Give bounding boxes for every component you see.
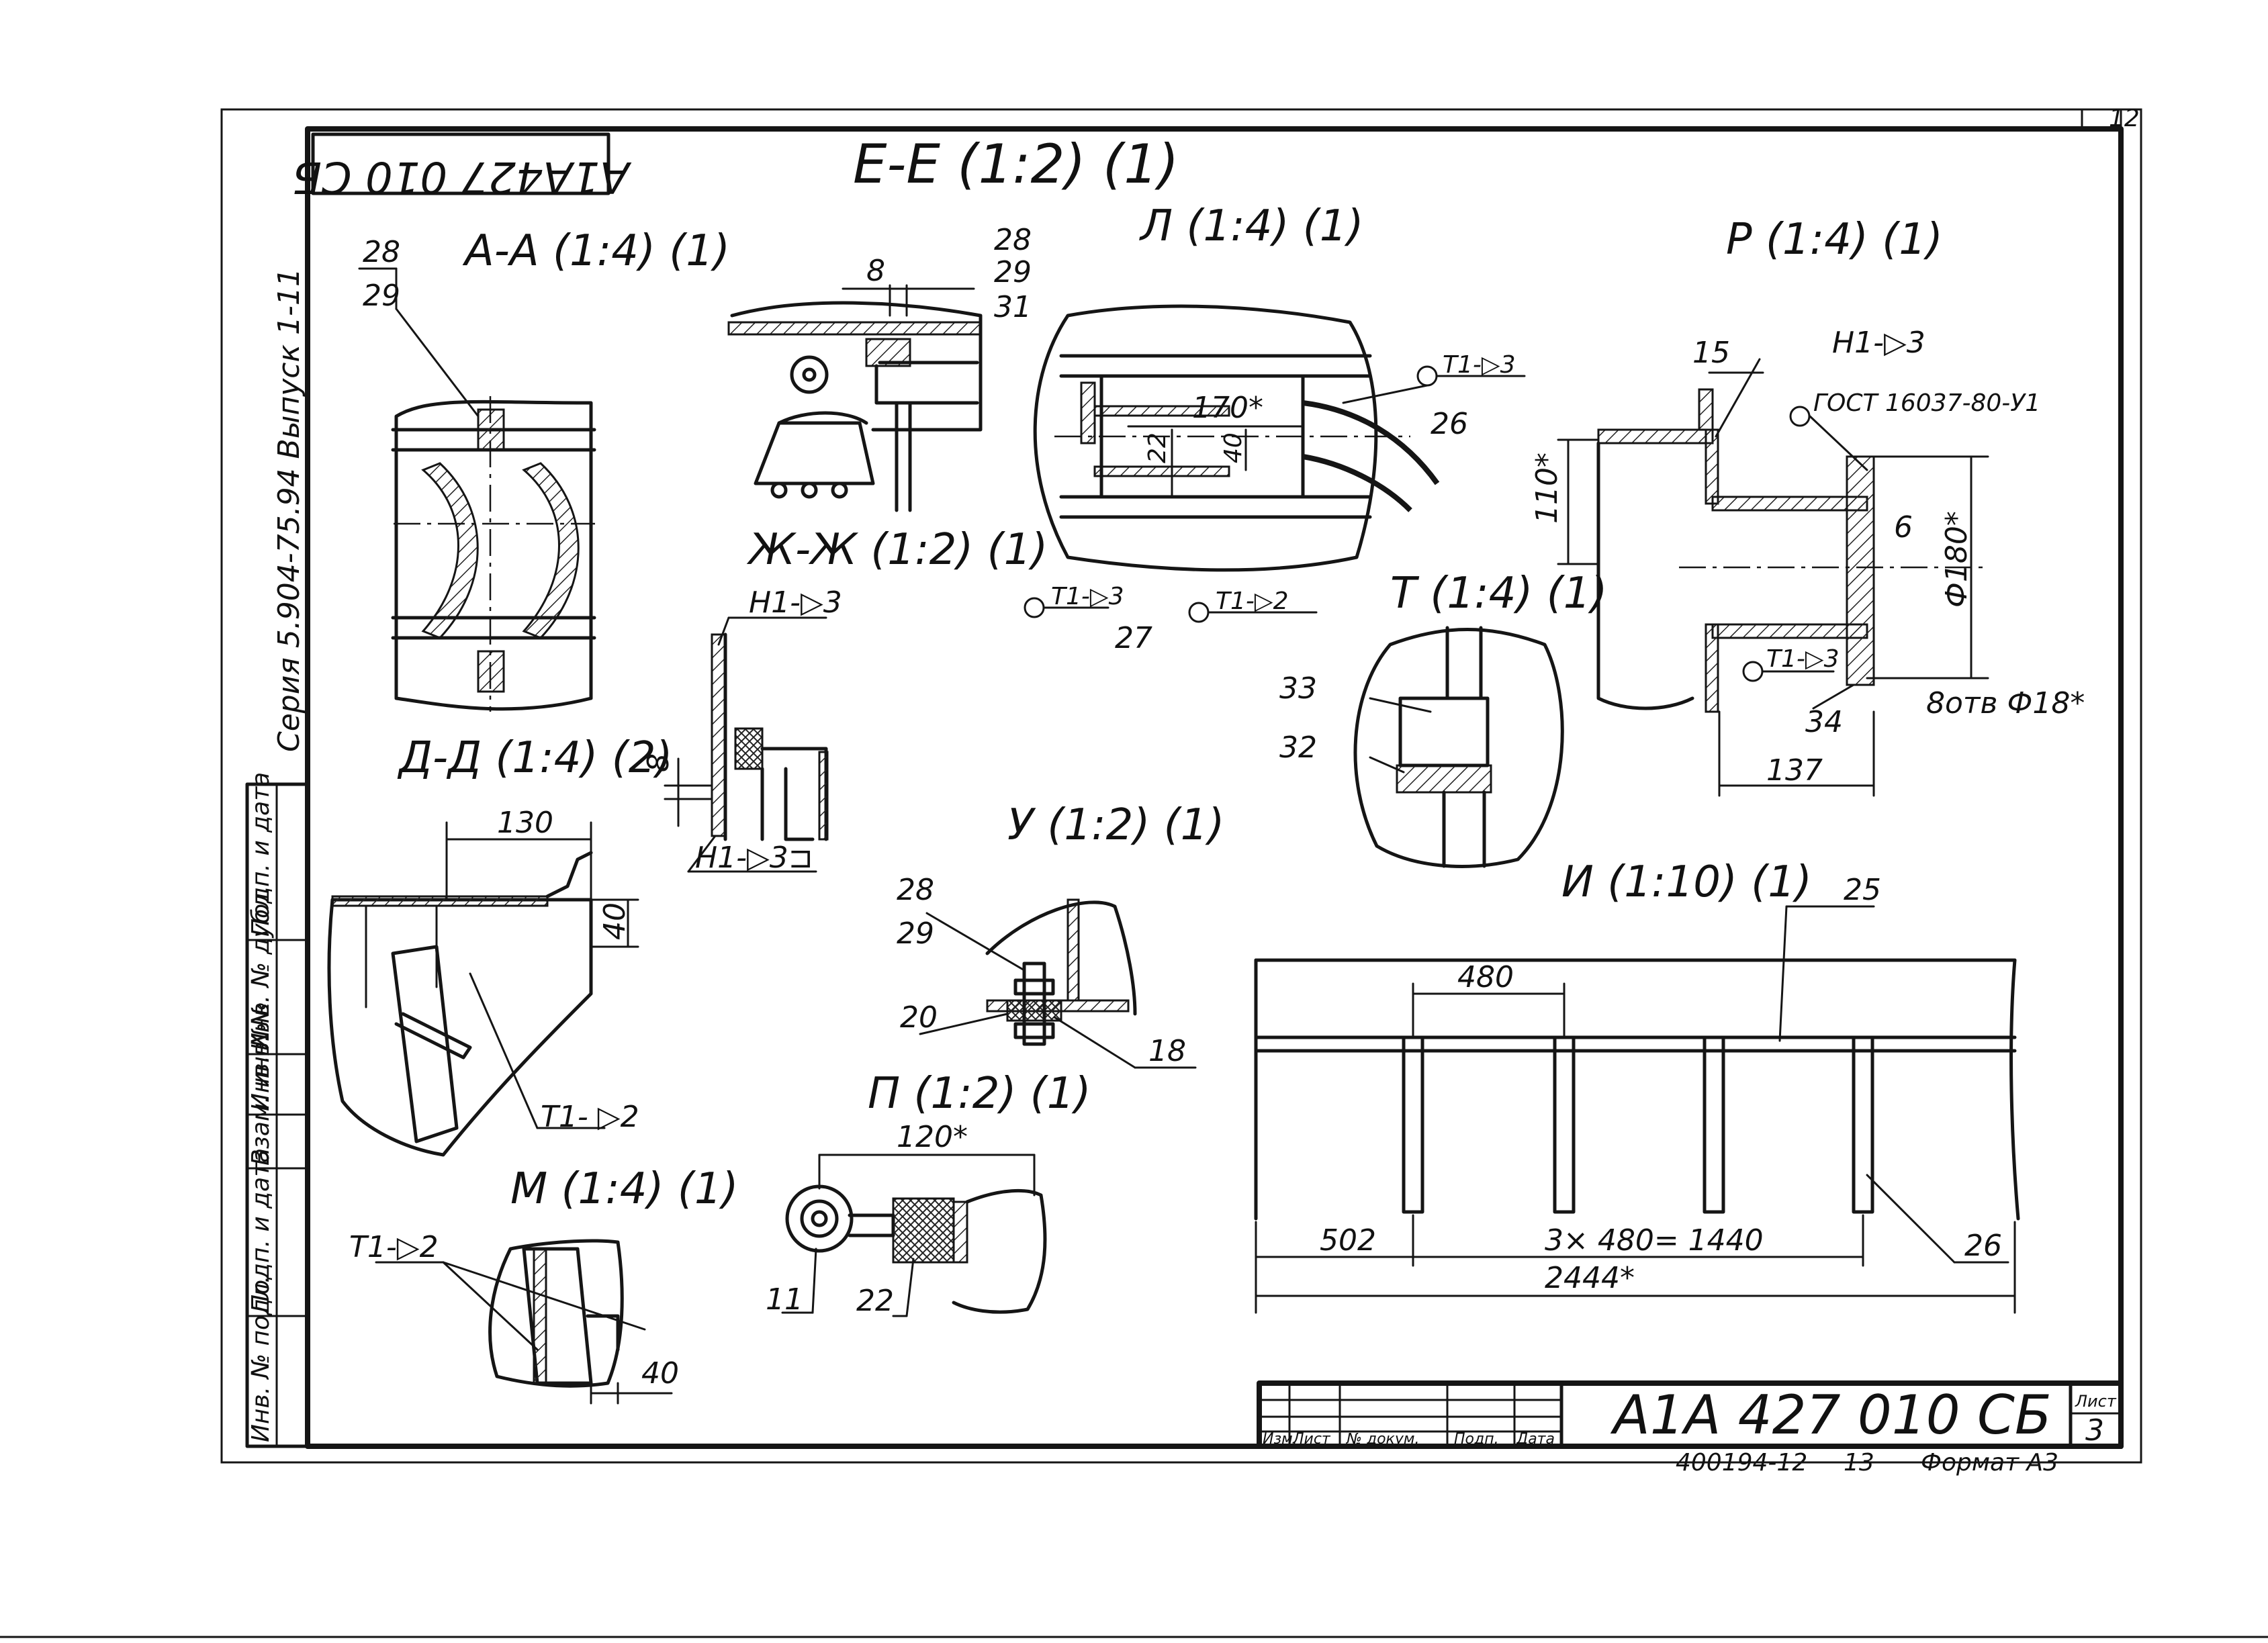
view-l-label-26: 26 [1431,407,1468,441]
view-r-dim-110: 110* [1530,453,1564,524]
view-r-weld-h1: Н1-▷3 [1832,326,1925,360]
view-u-title: У (1:2) (1) [1007,800,1224,850]
series-vertical-text: Серия 5.904-75.94 Выпуск 1-11 [272,268,306,752]
view-l-weld-3: Т1-▷2 [1216,588,1288,615]
view-l-label-27: 27 [1115,621,1152,655]
stamp-cell-1: Подп. и дата [247,772,275,937]
mirror-code-box: А1А427 010 СБ [292,132,632,201]
view-i-dim-480: 480 [1457,960,1514,994]
view-l-weld-markers [1024,365,1526,623]
footer-archive: 400194-12 [1676,1449,1807,1476]
view-p-label-22: 22 [856,1284,894,1318]
view-p-dim-120: 120* [897,1120,968,1154]
view-aa [358,267,596,712]
view-p-label-11: 11 [766,1282,803,1317]
view-dd-dim-40: 40 [598,902,632,940]
tb-header-podp: Подп. [1454,1431,1499,1448]
tb-header-doc: № докум. [1346,1431,1419,1448]
weld-detail-h1-top: Н1-▷3 [749,585,842,620]
view-l-label-29: 29 [994,255,1032,289]
view-t [1353,626,1564,868]
view-r-dim-15: 15 [1692,336,1730,370]
sheet-corner-number: 12 [2109,105,2140,132]
view-u-label-20: 20 [900,1000,938,1035]
view-t-label-33: 33 [1279,671,1317,706]
view-i-dim-1440: 3× 480= 1440 [1545,1223,1764,1258]
footer-page: 13 [1844,1449,1874,1476]
stamp-cell-6: Инв. № подл. [247,1276,275,1442]
stamp-cell-5: Подп. и дата [247,1148,275,1313]
view-m-weld: Т1-▷2 [349,1230,439,1264]
view-i-title: И (1:10) (1) [1561,857,1812,907]
side-stamp [245,782,310,1448]
view-r-gost: ГОСТ 16037-80-У1 [1813,389,2040,417]
view-dd [327,821,639,1157]
view-i-label-25: 25 [1844,873,1881,907]
view-i-dim-502: 502 [1320,1223,1376,1258]
view-i-label-26: 26 [1964,1229,2002,1263]
view-m-dim-40: 40 [641,1356,679,1391]
view-u [919,898,1197,1069]
view-p-title: П (1:2) (1) [868,1069,1091,1119]
view-zhzh-title: Ж-Ж (1:2) (1) [746,525,1048,575]
view-r-holes: 8отв Ф18* [1926,686,2085,720]
tb-header-izm: Изм. [1263,1431,1298,1448]
view-u-label-28: 28 [897,873,934,907]
view-ee-dim-8: 8 [866,254,885,288]
view-p [781,1154,1047,1317]
view-aa-label-28: 28 [363,235,400,269]
view-l-weld-1: Т1-▷3 [1443,351,1515,379]
tb-sheet-label: Лист [2075,1392,2117,1411]
view-r-dim-6: 6 [1894,510,1913,545]
view-aa-title: А-А (1:4) (1) [462,226,730,276]
view-i-dim-2444: 2444* [1545,1261,1635,1295]
view-t-title: Т (1:4) (1) [1390,569,1607,618]
view-l-dim-170: 170* [1192,391,1263,425]
stamp-cell-3: Инв. № [247,1023,275,1111]
view-l [1033,304,1440,572]
weld-detail-dim-8: 8 [641,753,676,772]
view-m-title: М (1:4) (1) [510,1164,739,1214]
stamp-cell-4: Взам. инв. № [247,1002,275,1166]
mirror-code-text: А1А427 010 СБ [292,152,632,201]
tb-header-date: Дата [1516,1431,1555,1448]
view-dd-dim-130: 130 [497,806,553,840]
view-r-title: Р (1:4) (1) [1726,215,1943,265]
view-t-label-32: 32 [1279,731,1317,765]
view-r-dim-137: 137 [1766,753,1823,788]
view-l-dim-40: 40 [1220,432,1247,463]
view-l-title: Л (1:4) (1) [1139,201,1363,251]
stamp-cell-2: Инв. № дубл. [247,886,275,1051]
view-ee-title: Е-Е (1:2) (1) [853,133,1179,195]
view-l-label-28: 28 [994,223,1032,257]
view-i [1254,905,2020,1314]
view-u-label-18: 18 [1148,1034,1186,1068]
view-u-label-29: 29 [897,917,934,951]
view-l-label-31: 31 [994,290,1032,324]
tb-header-list: Лист [1292,1431,1331,1448]
view-r-dim-d180: Ф180* [1940,511,1974,608]
view-r-weld-t1: Т1-▷3 [1766,645,1839,673]
view-m [375,1239,673,1405]
view-r-label-34: 34 [1805,705,1843,739]
view-l-dim-22: 22 [1144,432,1171,463]
view-l-weld-2: Т1-▷3 [1051,583,1124,610]
tb-sheet-number: 3 [2085,1413,2104,1448]
view-i-stanchions [1402,1035,1874,1214]
weld-detail [664,616,829,873]
view-dd-weld: Т1- ▷2 [541,1100,639,1134]
view-ee [727,284,983,512]
footer-format: Формат А3 [1921,1449,2058,1476]
title-block [1257,1380,2124,1449]
view-aa-label-29: 29 [363,279,400,313]
tb-doc-code: А1А 427 010 СБ [1610,1384,2052,1446]
view-dd-title: Д-Д (1:4) (2) [397,733,672,783]
weld-detail-h1-bottom: Н1-▷3⊐ [695,841,813,875]
view-r [1557,358,1989,797]
